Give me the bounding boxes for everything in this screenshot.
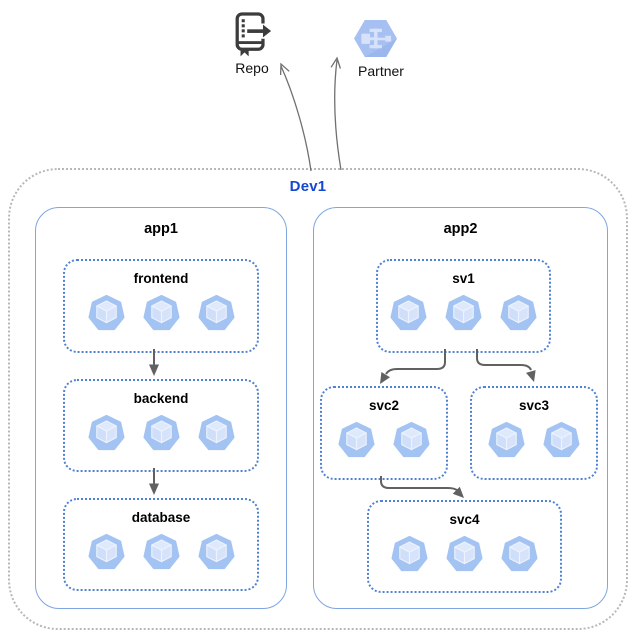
- pod-icon: [391, 535, 428, 572]
- pod-icon: [198, 414, 235, 451]
- service-box-sv1: sv1: [376, 259, 551, 353]
- service-label-frontend: frontend: [133, 271, 189, 286]
- service-label-database: database: [131, 510, 191, 525]
- database-pods: [65, 533, 257, 570]
- pod-icon: [143, 414, 180, 451]
- service-label-svc2: svc2: [368, 398, 400, 413]
- pod-icon: [446, 535, 483, 572]
- app1-label: app1: [144, 221, 178, 237]
- pod-icon: [88, 533, 125, 570]
- svc2-pods: [322, 421, 446, 458]
- service-box-svc2: svc2: [320, 386, 448, 480]
- service-box-backend: backend: [63, 379, 259, 472]
- pod-icon: [143, 533, 180, 570]
- svc3-pods: [472, 421, 596, 458]
- service-label-svc3: svc3: [518, 398, 550, 413]
- service-label-backend: backend: [133, 391, 189, 406]
- app2-container: app2 sv1 svc2 svc3 svc4: [313, 207, 608, 609]
- sv1-pods: [378, 294, 549, 331]
- pod-icon: [143, 294, 180, 331]
- service-box-svc4: svc4: [367, 500, 562, 593]
- pod-icon: [88, 294, 125, 331]
- service-box-database: database: [63, 498, 259, 591]
- pod-icon: [338, 421, 375, 458]
- backend-pods: [65, 414, 257, 451]
- cluster-dev1-label: Dev1: [289, 178, 327, 195]
- frontend-pods: [65, 294, 257, 331]
- pod-icon: [393, 421, 430, 458]
- service-box-svc3: svc3: [470, 386, 598, 480]
- pod-icon: [488, 421, 525, 458]
- pod-icon: [501, 535, 538, 572]
- pod-icon: [445, 294, 482, 331]
- pod-icon: [543, 421, 580, 458]
- partner-interconnect-icon: [354, 19, 397, 58]
- pod-icon: [198, 294, 235, 331]
- app1-container: app1 frontend backend database: [35, 207, 287, 609]
- source-repository-icon: [235, 12, 272, 57]
- partner-label: Partner: [358, 63, 404, 79]
- pod-icon: [88, 414, 125, 451]
- service-box-frontend: frontend: [63, 259, 259, 353]
- app2-label: app2: [443, 221, 478, 237]
- pod-icon: [390, 294, 427, 331]
- pod-icon: [198, 533, 235, 570]
- service-label-sv1: sv1: [452, 271, 475, 286]
- svc4-pods: [369, 535, 560, 572]
- service-label-svc4: svc4: [449, 512, 480, 527]
- pod-icon: [500, 294, 537, 331]
- repo-label: Repo: [235, 60, 269, 76]
- arrow-dev1-repo: [279, 62, 312, 172]
- arrow-dev1-partner: [330, 56, 342, 171]
